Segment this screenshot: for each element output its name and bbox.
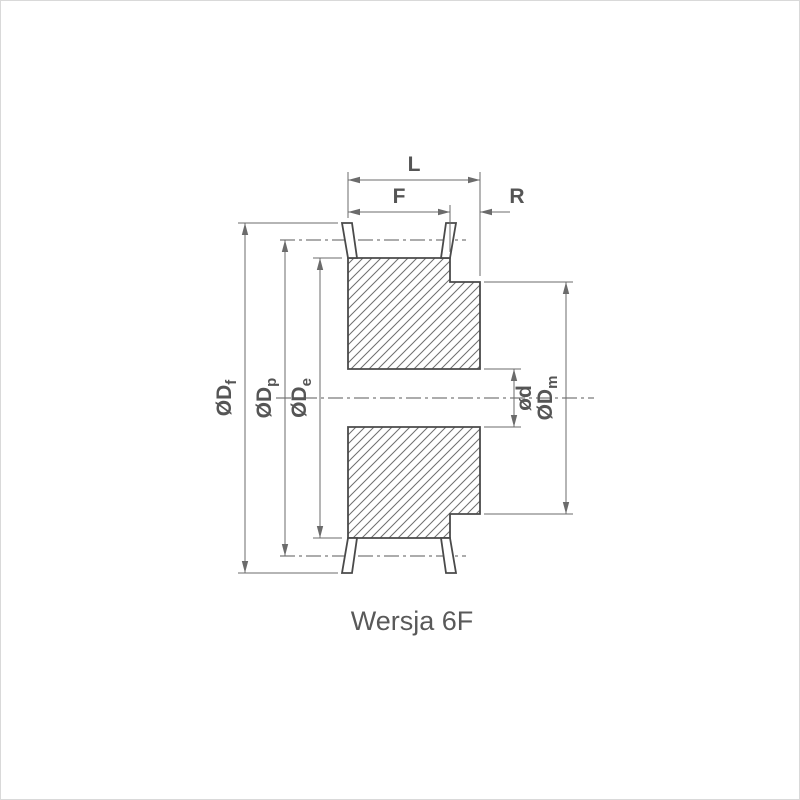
dimension-lines xyxy=(241,176,570,573)
flange-bottom-left xyxy=(340,537,359,574)
centerlines xyxy=(276,239,594,557)
flange-top-left xyxy=(340,222,359,259)
flange-bottom-right xyxy=(439,537,458,574)
pulley-section xyxy=(340,222,481,574)
label-De: ØDe xyxy=(288,378,315,418)
pulley-lower-body xyxy=(347,426,481,539)
label-L: L xyxy=(408,153,421,176)
label-Df: ØDf xyxy=(213,379,240,417)
flange-top-right xyxy=(439,222,458,259)
label-Dm: ØDm xyxy=(534,376,561,421)
label-Dp: ØDp xyxy=(253,378,280,419)
drawing-caption: Wersja 6F xyxy=(351,606,474,636)
label-F: F xyxy=(393,185,406,208)
dimension-labels: L F R ØDf ØDp ØDe ød ØDm xyxy=(213,153,561,420)
label-R: R xyxy=(509,185,524,208)
label-d: ød xyxy=(513,385,536,411)
pulley-upper-body xyxy=(347,257,481,370)
